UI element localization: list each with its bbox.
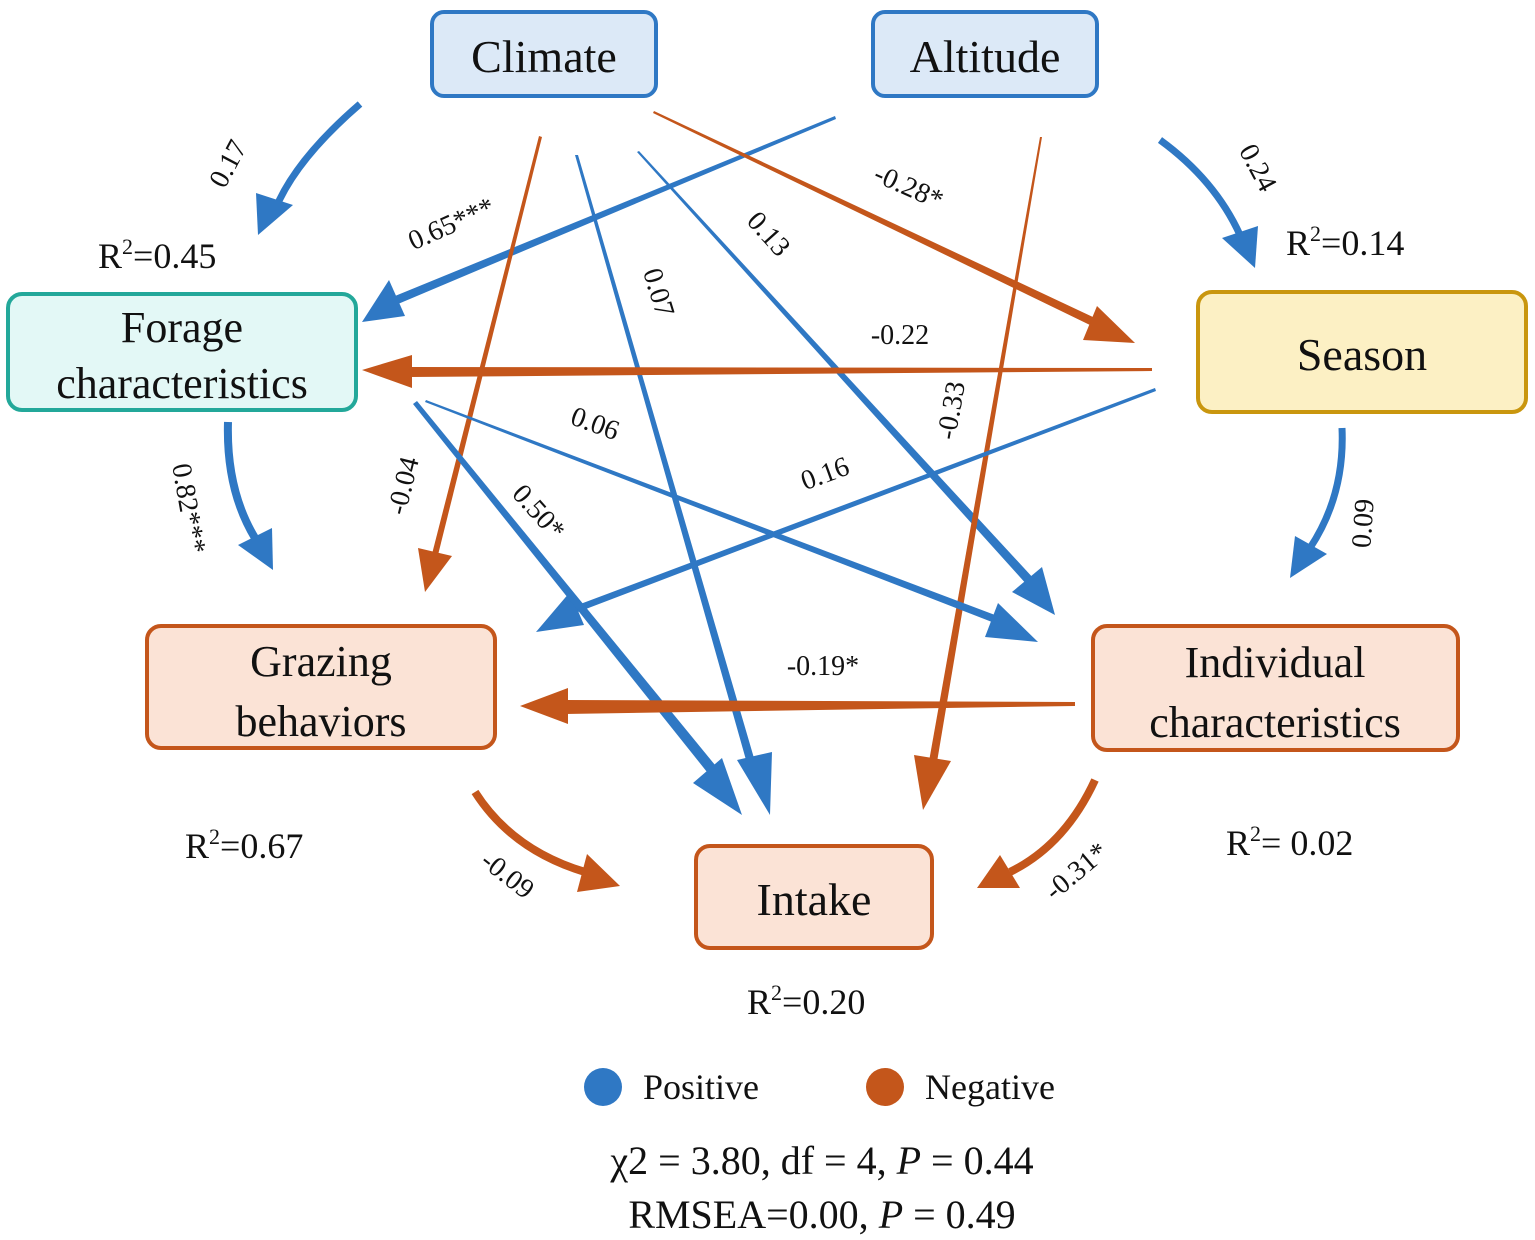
coef-grazing-intake: -0.09 (475, 845, 540, 905)
arrow-climate-grazing (432, 136, 542, 555)
r2-forage: R2=0.45 (98, 234, 216, 276)
legend-positive-label: Positive (643, 1067, 759, 1107)
node-intake-label: Intake (757, 874, 872, 925)
coef-altitude-intake: -0.33 (931, 379, 972, 442)
r2-grazing: R2=0.67 (185, 824, 303, 866)
coef-climate-intake: 0.07 (636, 265, 680, 321)
arrowhead-climate-grazing (418, 548, 452, 592)
arrow-climate-intake (575, 155, 756, 767)
arrowhead-forage-grazing (238, 528, 273, 570)
fit-line-chi2: χ2 = 3.80, df = 4, P = 0.44 (609, 1138, 1033, 1183)
coef-altitude-season: 0.24 (1232, 139, 1282, 197)
arrowhead-grazing-intake (577, 854, 620, 892)
coef-climate-grazing: -0.04 (382, 454, 426, 518)
coef-season-grazing: 0.16 (797, 451, 854, 497)
arrow-forage-intake (413, 401, 715, 772)
coef-climate-individual: 0.13 (740, 206, 796, 263)
node-grazing: Grazing behaviors (145, 624, 497, 750)
node-altitude: Altitude (871, 10, 1099, 98)
arrow-individual-intake (1008, 778, 1099, 876)
coef-climate-season: -0.28* (869, 158, 948, 216)
arrow-climate-season (653, 111, 1095, 326)
arrowhead-individual-grazing (520, 688, 568, 724)
node-intake: Intake (694, 844, 934, 950)
arrow-season-individual (1307, 427, 1346, 550)
arrowhead-altitude-intake (914, 755, 951, 810)
coef-forage-individual: 0.06 (567, 401, 624, 447)
node-climate-label: Climate (471, 31, 617, 82)
coef-season-individual: 0.09 (1346, 498, 1380, 549)
node-forage-label-line2: characteristics (56, 359, 308, 408)
arrowhead-climate-forage (256, 193, 293, 235)
node-forage: Forage characteristics (6, 292, 358, 412)
legend-positive-swatch (584, 1068, 622, 1106)
coef-season-forage: -0.22 (871, 320, 929, 351)
arrow-season-forage (410, 367, 1152, 377)
node-season-label: Season (1297, 329, 1427, 380)
arrowhead-climate-season (1083, 306, 1135, 343)
fit-line-rmsea: RMSEA=0.00, P = 0.49 (628, 1192, 1015, 1237)
arrowhead-altitude-season (1222, 226, 1258, 268)
arrow-climate-forage (271, 101, 363, 212)
arrow-individual-grazing (565, 700, 1075, 714)
coef-climate-forage: 0.17 (203, 135, 253, 193)
coef-altitude-forage: 0.65*** (404, 192, 500, 257)
arrow-season-grazing (575, 388, 1156, 612)
node-individual: Individual characteristics (1091, 624, 1460, 752)
path-arrows (223, 101, 1346, 892)
node-individual-label-line2: characteristics (1149, 698, 1401, 747)
arrowhead-season-individual (1290, 536, 1327, 578)
coef-forage-intake: 0.50* (506, 479, 571, 547)
arrowhead-altitude-forage (362, 280, 405, 322)
r-squared-labels: R2=0.45 R2=0.14 R2=0.67 R2= 0.02 R2=0.20 (98, 221, 1404, 1022)
arrowhead-season-forage (362, 355, 412, 388)
node-altitude-label: Altitude (910, 31, 1061, 82)
arrowhead-climate-individual (1012, 567, 1055, 615)
arrow-forage-grazing (223, 421, 259, 541)
arrow-grazing-intake (471, 789, 587, 876)
node-season: Season (1196, 290, 1528, 414)
legend-negative-label: Negative (925, 1067, 1055, 1107)
r2-intake: R2=0.20 (747, 980, 865, 1022)
r2-season: R2=0.14 (1286, 221, 1404, 263)
r2-individual: R2= 0.02 (1226, 821, 1353, 863)
legend-negative-swatch (866, 1068, 904, 1106)
node-climate: Climate (430, 10, 658, 98)
model-fit-statistics: χ2 = 3.80, df = 4, P = 0.44 RMSEA=0.00, … (609, 1138, 1033, 1237)
arrowhead-climate-intake (737, 752, 772, 815)
arrow-forage-individual (425, 400, 995, 622)
node-individual-label-line1: Individual (1185, 638, 1366, 687)
arrowhead-forage-intake (693, 758, 742, 815)
coef-forage-grazing: 0.82*** (165, 461, 211, 556)
coef-individual-grazing: -0.19* (787, 651, 859, 682)
coefficient-labels: 0.17 0.65*** -0.04 0.07 0.13 -0.28* -0.3… (165, 135, 1380, 907)
node-forage-label-line1: Forage (121, 303, 243, 352)
node-grazing-label-line2: behaviors (235, 697, 406, 746)
legend: Positive Negative (584, 1067, 1055, 1107)
node-grazing-label-line1: Grazing (250, 637, 392, 686)
arrow-altitude-forage (395, 116, 836, 304)
arrowhead-individual-intake (977, 855, 1020, 888)
arrow-altitude-season (1157, 137, 1244, 237)
arrowhead-forage-individual (985, 603, 1038, 642)
